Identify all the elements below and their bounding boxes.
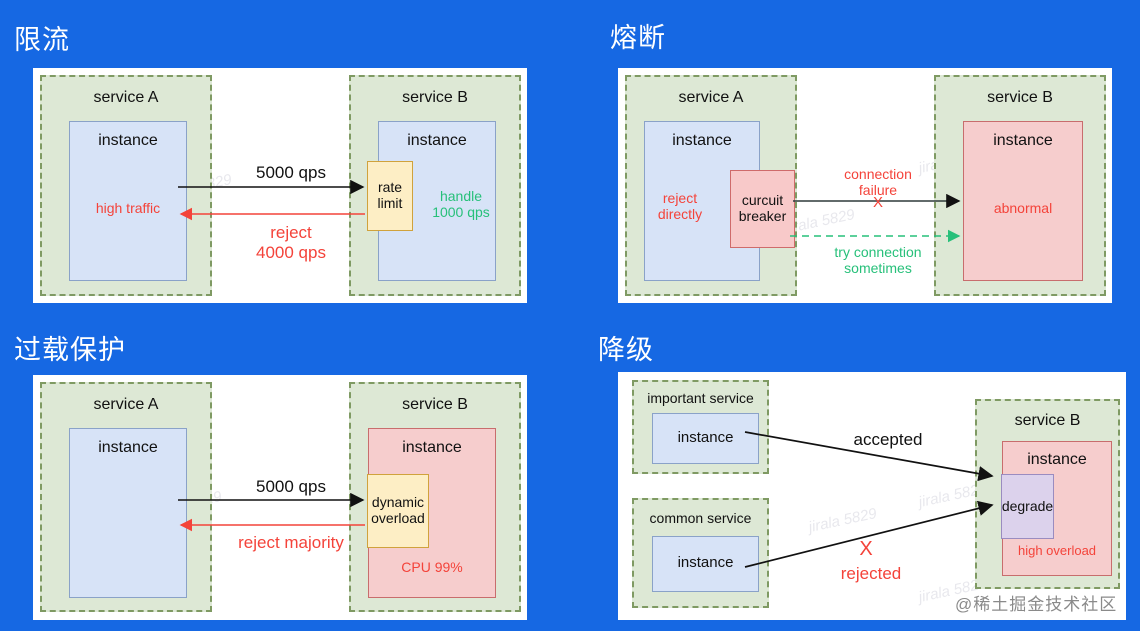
failure-x-mark: X (872, 194, 883, 211)
degrade-box: degrade (1001, 474, 1054, 539)
reject-majority-label: reject majority (238, 533, 344, 552)
site-watermark: @稀土掘金技术社区 (955, 595, 1118, 614)
service-b-label: service B (1014, 412, 1081, 429)
rejected-x-mark: X (859, 538, 873, 560)
arrow-rejected (744, 500, 994, 568)
circuit-breaker-box: curcuit breaker (730, 170, 795, 248)
diagram-canvas-circuit-breaking: jirala 5829 jirala 5829 service A instan… (618, 68, 1112, 303)
service-a-box: service A instance reject directly curcu… (625, 75, 797, 296)
service-a-instance-label: instance (672, 132, 732, 149)
service-b-instance-note: abnormal (993, 200, 1053, 216)
service-b-instance-label: instance (402, 439, 462, 456)
reject-directly-note: reject directly (649, 190, 711, 222)
service-b-instance: instance abnormal (963, 121, 1083, 281)
service-b-label: service B (987, 89, 1053, 106)
service-a-instance: instance (69, 428, 187, 598)
reject-qps-label: reject 4000 qps (211, 223, 371, 262)
try-connection-line2: sometimes (844, 260, 912, 277)
arrow-layer (178, 492, 365, 532)
common-service-label: common service (649, 510, 752, 526)
service-b-box: service B instance handle 1000 qps rate … (349, 75, 521, 296)
cpu-usage-note: CPU 99% (401, 559, 463, 575)
connection-failure-line1: connection (844, 166, 912, 182)
request-qps-label: 5000 qps (256, 477, 326, 496)
service-b-label: service B (402, 89, 468, 106)
service-a-label: service A (678, 89, 744, 106)
quadrant-circuit-breaking: 熔断 jirala 5829 jirala 5829 service A ins… (570, 0, 1140, 315)
common-service-box: common service instance (632, 498, 769, 608)
diagram-canvas-degradation: jirala 5829 jirala 5829 jirala 5829 impo… (618, 372, 1126, 620)
diagram-canvas-rate-limiting: jirala 5829 service A instance high traf… (33, 68, 527, 303)
diagram-canvas-overload-protection: jirala 5829 service A instance service B… (33, 375, 527, 620)
request-qps-label: 5000 qps (256, 163, 326, 182)
quadrant-rate-limiting: 限流 jirala 5829 service A instance high t… (0, 0, 570, 315)
service-b-box: service B instance abnormal (934, 75, 1106, 296)
service-a-label: service A (93, 89, 159, 106)
arrow-layer (744, 431, 994, 568)
service-b-box: service B instance high overload degrade (975, 399, 1120, 589)
rejected-label: rejected (840, 564, 902, 583)
reject-directly-line1: reject (662, 190, 698, 206)
arrow-layer (790, 193, 961, 243)
service-a-instance: instance reject directly (644, 121, 760, 281)
high-overload-note: high overload (1017, 543, 1097, 558)
reject-label-line2: 4000 qps (256, 242, 326, 262)
quadrant-title-rate-limiting: 限流 (14, 25, 70, 55)
service-a-instance-label: instance (98, 439, 158, 456)
quadrant-title-overload-protection: 过载保护 (14, 335, 126, 365)
handle-note-line2: 1000 qps (432, 204, 490, 221)
service-a-instance-label: instance (98, 132, 158, 149)
service-b-label: service B (402, 396, 468, 413)
common-service-instance-label: instance (677, 554, 734, 571)
service-b-instance-label: instance (993, 132, 1053, 149)
rate-limit-box: rate limit (367, 161, 413, 231)
quadrant-title-circuit-breaking: 熔断 (610, 23, 666, 53)
dynamic-overload-line2: overload (371, 510, 425, 526)
service-a-box: service A instance (40, 382, 212, 612)
rate-limit-line1: rate (377, 179, 403, 196)
try-connection-line1: try connection (834, 244, 922, 260)
degrade-label: degrade (1001, 497, 1054, 514)
service-b-handle-note: handle 1000 qps (423, 188, 499, 220)
important-service-instance: instance (652, 413, 759, 464)
important-service-label: important service (647, 390, 754, 406)
arrow-accepted (744, 431, 994, 482)
arrow-layer (178, 179, 365, 221)
reject-directly-line2: directly (657, 206, 703, 223)
rate-limit-line2: limit (377, 195, 403, 211)
circuit-breaker-line1: curcuit (741, 192, 784, 209)
service-b-box: service B instance CPU 99% dynamic overl… (349, 382, 521, 612)
service-a-instance: instance high traffic (69, 121, 187, 281)
dynamic-overload-box: dynamic overload (367, 474, 429, 548)
circuit-breaker-line2: breaker (738, 208, 787, 224)
service-b-instance-label: instance (407, 132, 467, 149)
quadrant-overload-protection: 过载保护 jirala 5829 service A instance serv… (0, 315, 570, 631)
important-service-instance-label: instance (677, 429, 734, 446)
service-a-label: service A (93, 396, 159, 413)
reject-label-line1: reject (270, 223, 312, 242)
service-a-instance-note: high traffic (95, 200, 161, 216)
service-b-instance-label: instance (1027, 451, 1087, 468)
dynamic-overload-line1: dynamic (371, 494, 425, 511)
try-connection-label: try connection sometimes (798, 244, 958, 276)
connection-failure-label: connection failure (803, 166, 953, 198)
quadrant-degradation: 降级 jirala 5829 jirala 5829 jirala 5829 i… (570, 315, 1140, 631)
connection-failure-line2: failure (858, 182, 898, 199)
accepted-label: accepted (853, 430, 923, 449)
quadrant-title-degradation: 降级 (598, 335, 654, 365)
common-service-instance: instance (652, 536, 759, 592)
important-service-box: important service instance (632, 380, 769, 474)
service-a-box: service A instance high traffic (40, 75, 212, 296)
handle-note-line1: handle (439, 188, 483, 204)
